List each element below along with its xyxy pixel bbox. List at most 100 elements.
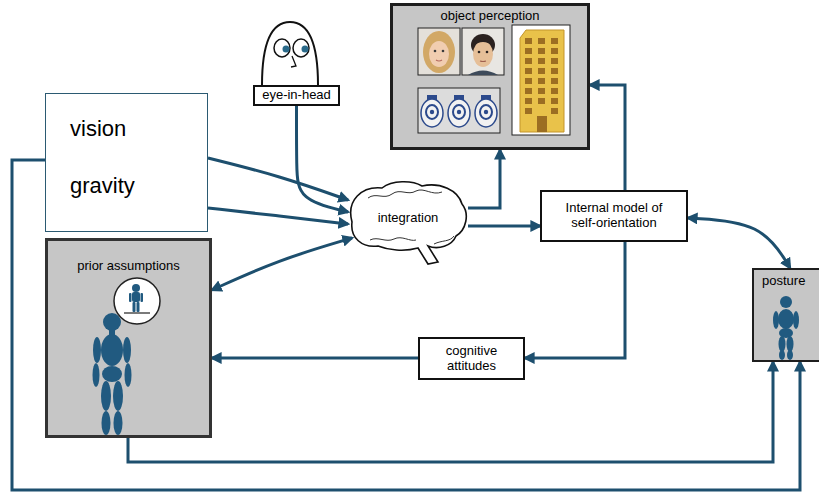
building-picture [538,58,545,64]
vase-photo [448,99,470,127]
building-picture [525,108,532,114]
building-picture [525,68,532,74]
process-box: Internal model of self-orientation [540,190,688,242]
head-icon [283,46,290,53]
face-photo [429,41,449,67]
connector-arrow [468,225,540,228]
connector-arrow [525,242,625,358]
building-picture [512,25,570,135]
body-figure [101,334,123,366]
brain-drawing [370,238,416,241]
thought-bubble [114,278,160,324]
face-photo [468,71,498,76]
building-picture [538,78,545,84]
connector-arrow [590,85,625,190]
building-picture [551,78,558,84]
body-figure [787,350,793,360]
building-picture [551,48,558,54]
face-photo [442,50,445,53]
vase-photo [475,95,497,127]
panel-ground [752,268,819,362]
body-figure [114,411,123,435]
building-picture [512,25,570,135]
brain-label: integration [378,211,439,226]
building-picture [551,108,558,114]
body-figure [113,381,123,411]
vase-photo [418,88,500,133]
vase-photo [418,88,500,133]
process-box: cognitive attitudes [418,337,525,380]
connector-arrow [688,218,790,268]
panel-ground [45,238,212,438]
vase-photo [448,95,470,127]
building-picture [538,68,545,74]
connector-arrow [212,357,418,360]
body-figure [93,313,132,435]
vase-photo [426,105,438,119]
building-picture [538,98,545,104]
body-figure [779,350,785,360]
connector-arrow [208,208,348,224]
building-picture [551,88,558,94]
head-icon [293,39,309,57]
brain-drawing [434,236,454,244]
body-figure [102,411,111,435]
box-label: Internal model of self-orientation [555,201,673,231]
connector-arrow [468,150,500,208]
thought-bubble [129,284,143,312]
building-picture [551,38,558,44]
panel-title: posture [762,274,805,289]
vase-photo [484,110,488,114]
face-photo [434,50,437,53]
face-photo [418,28,460,75]
brain-drawing [351,182,467,264]
building-picture [525,78,532,84]
vase-photo [457,110,461,114]
connector-arrow [208,158,348,200]
building-picture [551,58,558,64]
input-label: gravity [70,173,135,198]
thought-bubble [129,293,132,302]
thought-bubble [133,302,136,312]
brain-drawing [368,190,442,198]
building-picture [537,116,547,132]
panel-box: posture [752,268,819,362]
head-icon [262,22,318,85]
body-figure [793,311,799,329]
input-label: vision [70,116,126,141]
face-photo [418,28,460,75]
panel-title: object perception [440,9,539,24]
vase-photo [475,99,497,127]
face-photo [473,41,493,67]
box-label: eye-in-head [262,88,331,103]
label-box: eye-in-head [253,85,340,106]
building-picture [551,68,558,74]
vase-photo [421,95,443,127]
thought-bubble [132,292,140,302]
vase-photo [453,105,465,119]
building-picture [525,38,532,44]
brain-drawing [351,182,467,264]
connector-arrow [212,238,352,290]
panel-title: prior assumptions [77,259,180,274]
face-photo [462,28,504,75]
thought-bubble [132,284,140,292]
body-figure [778,309,794,329]
vase-photo [430,110,434,114]
face-photo [436,60,442,61]
face-photo [423,31,455,73]
thought-bubble [137,302,140,312]
building-picture [525,88,532,94]
building-picture [525,98,532,104]
head-icon [302,46,309,53]
building-picture [538,48,545,54]
building-picture [520,30,564,132]
body-figure [773,296,799,360]
building-picture [551,98,558,104]
body-figure [93,337,101,363]
panel-box: prior assumptions [45,238,212,438]
connector-arrow [297,106,349,212]
panel-ground [390,3,590,150]
body-figure [125,363,132,387]
